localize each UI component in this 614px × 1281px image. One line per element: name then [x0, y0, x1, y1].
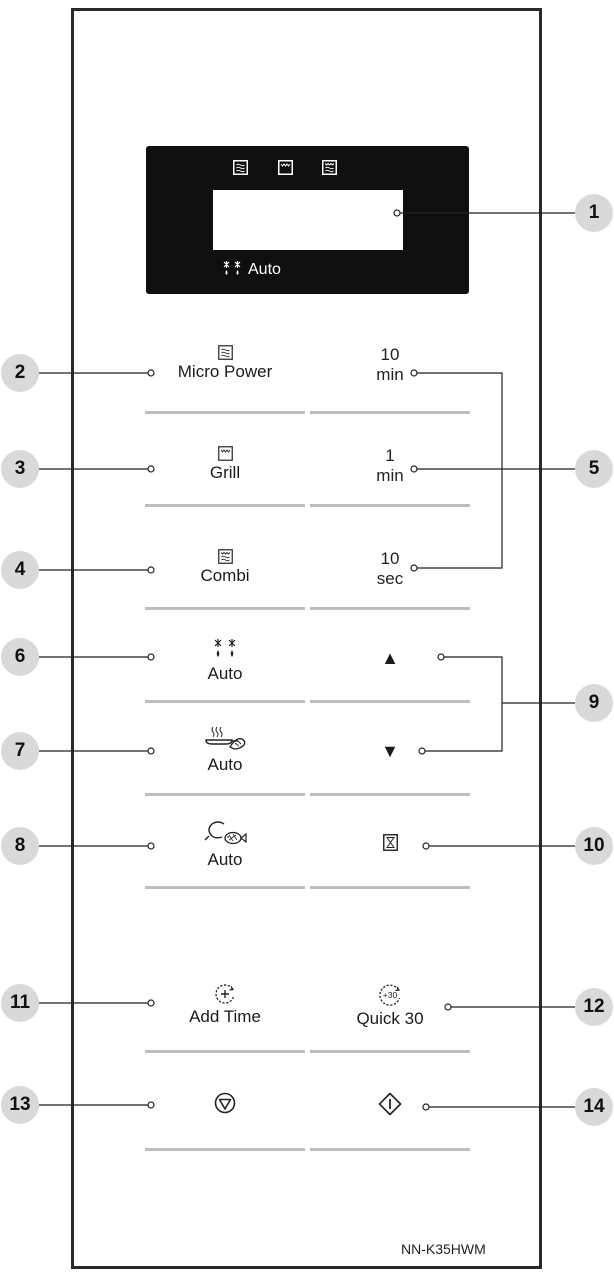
down-arrow-icon: ▼ [381, 741, 399, 761]
auto-steam-label: Auto [207, 755, 243, 774]
callout-3: 3 [1, 450, 39, 488]
timer-icon [382, 834, 398, 851]
one-minute-button[interactable]: 1 min [310, 446, 470, 486]
one-minute-unit: min [376, 466, 404, 485]
quick30-icon: +30 [379, 984, 401, 1006]
ten-second-button[interactable]: 10 sec [310, 549, 470, 589]
ten-minute-button[interactable]: 10 min [310, 345, 470, 385]
divider [145, 411, 305, 414]
divider [310, 793, 470, 796]
combi-label: Combi [200, 566, 250, 585]
divider [145, 504, 305, 507]
auto-defrost-button[interactable]: Auto [145, 638, 305, 684]
combi-icon [217, 549, 233, 564]
callout-6: 6 [1, 638, 39, 676]
microwave-icon [217, 345, 233, 360]
quick-30-label: Quick 30 [356, 1009, 424, 1028]
combi-icon [322, 160, 337, 175]
divider [145, 700, 305, 703]
divider [310, 886, 470, 889]
quick30-icon-text: +30 [383, 990, 398, 1000]
grill-label: Grill [209, 463, 241, 482]
divider [145, 886, 305, 889]
micro-power-label: Micro Power [177, 362, 273, 381]
display-screen [213, 190, 403, 250]
display-panel: Auto [146, 146, 469, 294]
callout-9: 9 [575, 684, 613, 722]
defrost-icon [214, 639, 236, 657]
stop-cancel-button[interactable] [145, 1092, 305, 1116]
divider [145, 1148, 305, 1151]
grill-icon [278, 160, 293, 175]
divider [310, 504, 470, 507]
micro-power-button[interactable]: Micro Power [145, 345, 305, 382]
model-number: NN-K35HWM [401, 1241, 486, 1257]
callout-11: 11 [1, 984, 39, 1022]
divider [145, 1050, 305, 1053]
control-panel [71, 8, 542, 1269]
up-arrow-icon: ▲ [381, 648, 399, 668]
display-auto-indicator: Auto [222, 260, 281, 279]
ten-minute-unit: min [376, 365, 404, 384]
combi-button[interactable]: Combi [145, 549, 305, 586]
defrost-icon [223, 261, 241, 275]
callout-4: 4 [1, 551, 39, 589]
callout-5: 5 [575, 450, 613, 488]
divider [310, 411, 470, 414]
divider [145, 607, 305, 610]
callout-1: 1 [575, 194, 613, 232]
add-time-label: Add Time [189, 1007, 261, 1026]
auto-cook-label: Auto [207, 850, 243, 869]
quick-30-button[interactable]: +30 Quick 30 [310, 983, 470, 1029]
one-minute-value: 1 [385, 446, 395, 465]
divider [310, 1050, 470, 1053]
callout-12: 12 [575, 988, 613, 1026]
grill-icon [217, 446, 233, 461]
divider [310, 607, 470, 610]
steam-auto-icon [205, 726, 246, 750]
add-time-button[interactable]: Add Time [145, 983, 305, 1027]
ten-second-value: 10 [380, 549, 400, 568]
callout-14: 14 [575, 1088, 613, 1126]
callout-7: 7 [1, 732, 39, 770]
divider [310, 700, 470, 703]
add-time-icon [215, 984, 235, 1004]
start-button[interactable] [310, 1092, 470, 1118]
down-button[interactable]: ▼ [310, 741, 470, 761]
cook-auto-icon [204, 821, 247, 845]
auto-steam-button[interactable]: Auto [145, 725, 305, 775]
auto-defrost-label: Auto [207, 664, 243, 683]
ten-minute-value: 10 [380, 345, 400, 364]
auto-cook-button[interactable]: Auto [145, 818, 305, 870]
callout-10: 10 [575, 827, 613, 865]
grill-button[interactable]: Grill [145, 446, 305, 483]
start-icon [378, 1092, 402, 1116]
ten-second-unit: sec [376, 569, 404, 588]
callout-2: 2 [1, 354, 39, 392]
divider [310, 1148, 470, 1151]
stop-icon [214, 1092, 236, 1114]
divider [145, 793, 305, 796]
callout-8: 8 [1, 827, 39, 865]
timer-button[interactable] [310, 834, 470, 853]
up-button[interactable]: ▲ [310, 648, 470, 668]
callout-13: 13 [1, 1086, 39, 1124]
microwave-icon [233, 160, 248, 175]
